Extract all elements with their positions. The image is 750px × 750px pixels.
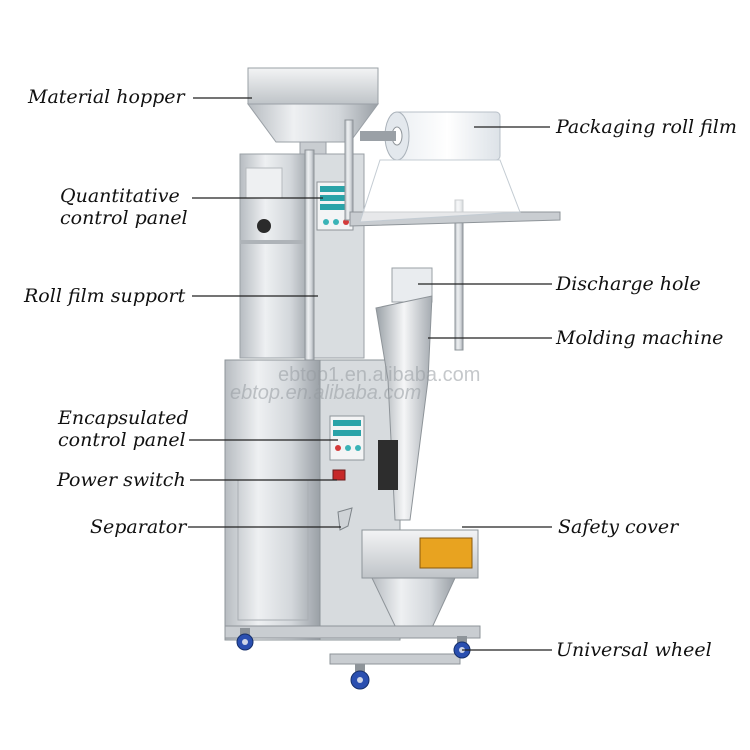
label-molding-machine: Molding machine [556,327,724,349]
molding-machine-part [375,295,433,521]
sealer-block [378,440,398,490]
label-roll-film-support: Roll film support [24,285,186,307]
label-power-switch: Power switch [57,469,186,491]
watermark-1: ebtop1.en.alibaba.com [278,364,481,386]
label-material-hopper: Material hopper [28,86,185,108]
label-encapsulated-control-panel-line2: control panel [58,429,186,451]
label-discharge-hole: Discharge hole [556,273,701,295]
leader-lines [188,97,552,651]
safety-cover-part [361,529,479,633]
wheel [236,628,254,651]
watermark-2: ebtop.en.alibaba.com [230,382,422,404]
base-frame [224,625,481,665]
encapsulated-control-panel-part [329,415,365,461]
packaging-roll-film-part [359,111,521,223]
wheel [350,664,370,690]
label-quantitative-control-panel-line1: Quantitative [60,185,180,207]
power-switch-part [332,469,346,481]
label-universal-wheel: Universal wheel [556,639,712,661]
wheel [453,636,471,659]
label-quantitative-control-panel-line2: control panel [60,207,188,229]
material-hopper-part [247,67,379,157]
label-packaging-roll-film: Packaging roll film [556,116,737,138]
label-safety-cover: Safety cover [558,516,679,538]
discharge-hole-part [391,267,433,303]
label-separator: Separator [90,516,187,538]
universal-wheels [236,628,471,690]
label-encapsulated-control-panel-line1: Encapsulated [58,407,189,429]
separator-part [337,507,353,531]
